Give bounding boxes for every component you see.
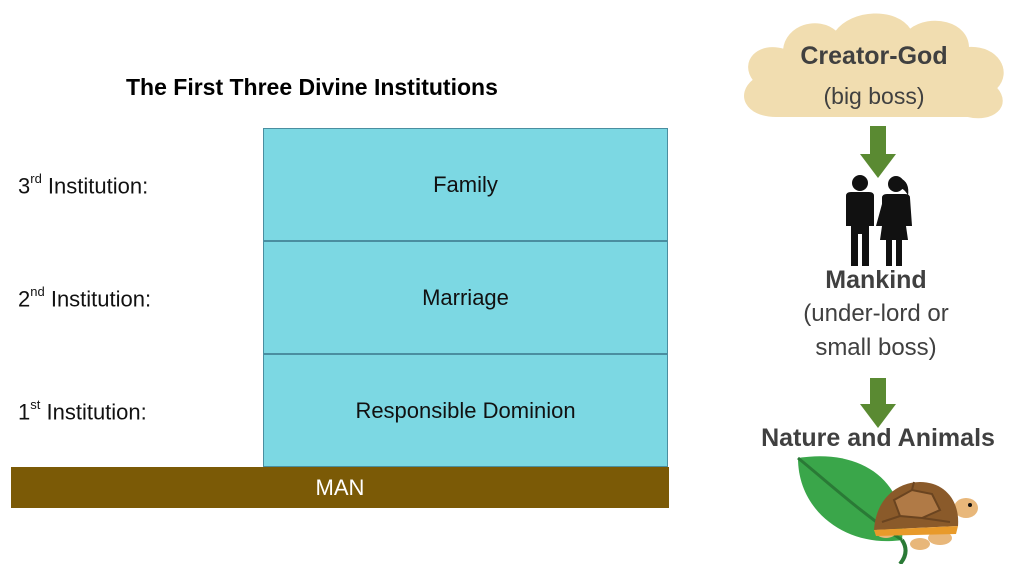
mankind-subtitle-line-2: small boss): [815, 334, 937, 361]
institution-number: 3: [18, 173, 31, 199]
nature-and-animals-title: Nature and Animals: [761, 424, 995, 452]
creator-god-text: Creator-God (big boss): [736, 36, 1012, 116]
creator-god-subtitle: (big boss): [823, 83, 925, 109]
institution-label-text: Institution:: [41, 173, 149, 199]
institution-block-responsible-dominion: Responsible Dominion: [263, 354, 668, 467]
arrow-down-icon: [860, 378, 896, 428]
people-icon: [846, 175, 912, 266]
institution-label-text: Institution:: [44, 286, 152, 312]
institution-label-3: 3rd Institution:: [18, 171, 149, 199]
turtle-icon: [874, 481, 978, 550]
foundation-bar-man: MAN: [11, 467, 669, 508]
mankind-subtitle-line-1: (under-lord or: [803, 300, 949, 327]
institution-number: 1: [18, 399, 31, 425]
creator-god-title: Creator-God: [800, 42, 948, 70]
institution-label-2: 2nd Institution:: [18, 284, 152, 312]
institution-ordinal-suffix: rd: [30, 171, 42, 186]
cloud-icon: [744, 13, 1004, 119]
institution-label-text: Institution:: [40, 399, 147, 425]
institution-ordinal-suffix: nd: [30, 284, 45, 299]
institution-label-1: 1st Institution:: [18, 397, 147, 425]
mankind-title: Mankind: [825, 266, 927, 294]
diagram-title: The First Three Divine Institutions: [126, 74, 498, 100]
institution-number: 2: [18, 286, 31, 312]
institution-block-marriage: Marriage: [263, 241, 668, 354]
leaf-and-turtle-illustration: [797, 456, 978, 564]
mankind-text: Mankind (under-lord or small boss): [756, 263, 996, 365]
institution-block-family: Family: [263, 128, 668, 241]
arrow-down-icon: [860, 126, 896, 178]
institution-ordinal-suffix: st: [30, 397, 41, 412]
